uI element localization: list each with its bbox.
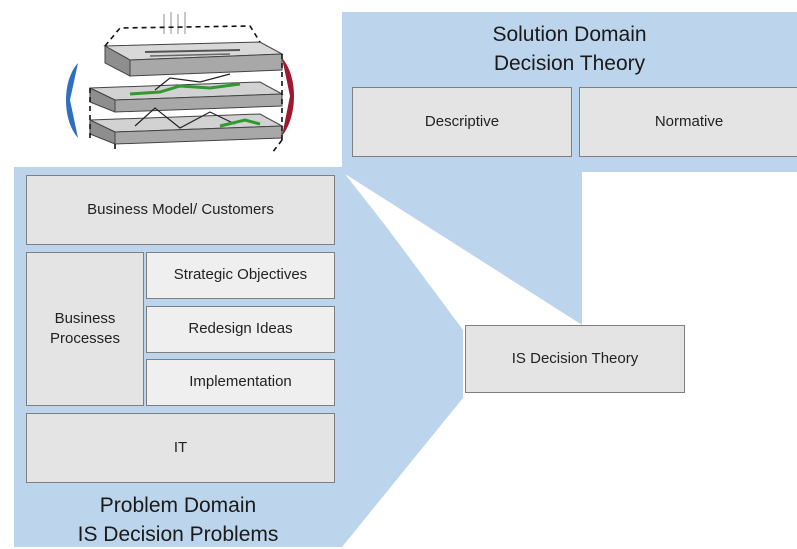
right-arc-icon	[282, 58, 294, 136]
strategic-objectives-box: Strategic Objectives	[146, 252, 335, 299]
business-processes-line2: Processes	[49, 330, 121, 347]
layered-architecture-icon	[66, 12, 294, 154]
left-arc-icon	[66, 63, 78, 138]
is-decision-theory-box: IS Decision Theory	[465, 325, 685, 393]
problem-domain-title: Problem Domain IS Decision Problems	[14, 491, 342, 549]
problem-domain-title-line2: IS Decision Problems	[77, 523, 279, 546]
solution-domain-title: Solution Domain Decision Theory	[342, 20, 797, 78]
solution-domain-title-line2: Decision Theory	[493, 52, 646, 75]
redesign-ideas-box: Redesign Ideas	[146, 306, 335, 353]
up-arrows-icon	[163, 12, 186, 34]
solution-domain-title-line1: Solution Domain	[492, 23, 647, 46]
business-processes-box: Business Processes	[26, 252, 144, 406]
business-model-box: Business Model/ Customers	[26, 175, 335, 245]
descriptive-box: Descriptive	[352, 87, 572, 157]
problem-domain-title-line1: Problem Domain	[99, 494, 257, 517]
business-processes-line1: Business	[54, 309, 116, 327]
normative-box: Normative	[579, 87, 797, 157]
connector-gap	[345, 174, 582, 330]
implementation-box: Implementation	[146, 359, 335, 406]
it-box: IT	[26, 413, 335, 483]
